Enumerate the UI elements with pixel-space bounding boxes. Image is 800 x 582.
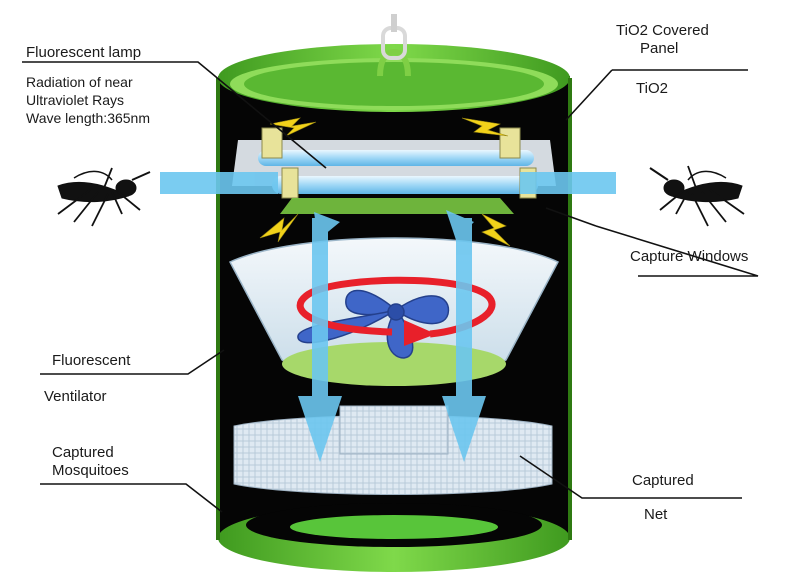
label-captured-mosquitoes-1: Captured (52, 444, 114, 461)
label-captured-mosquitoes-2: Mosquitoes (52, 462, 129, 479)
label-tio2-covered: TiO2 Covered (616, 22, 709, 39)
uv-spark-icons (259, 117, 511, 247)
rotation-arrow-icon (296, 276, 496, 346)
label-radiation-line1: Radiation of near (26, 74, 133, 90)
label-radiation-line2: Ultraviolet Rays (26, 92, 125, 108)
leader-lines (22, 61, 759, 513)
label-panel: Panel (640, 40, 679, 57)
label-ventilator: Ventilator (44, 388, 107, 405)
air-flow-arrows (160, 172, 616, 462)
label-fluorescent-lamp: Fluorescent lamp (26, 44, 142, 61)
label-tio2: TiO2 (636, 80, 668, 97)
mosquito-icon (57, 167, 151, 227)
mosquito-icon (649, 165, 745, 227)
label-capture-windows: Capture Windows (630, 248, 749, 265)
capture-net (233, 405, 553, 495)
label-captured-net-2: Net (644, 506, 668, 523)
hanging-hook-icon (377, 14, 411, 77)
label-captured-net-1: Captured (632, 472, 694, 489)
label-fluorescent: Fluorescent (52, 352, 131, 369)
fluorescent-lamp-assembly (232, 127, 556, 214)
label-radiation-line3: Wave length:365nm (26, 110, 150, 126)
